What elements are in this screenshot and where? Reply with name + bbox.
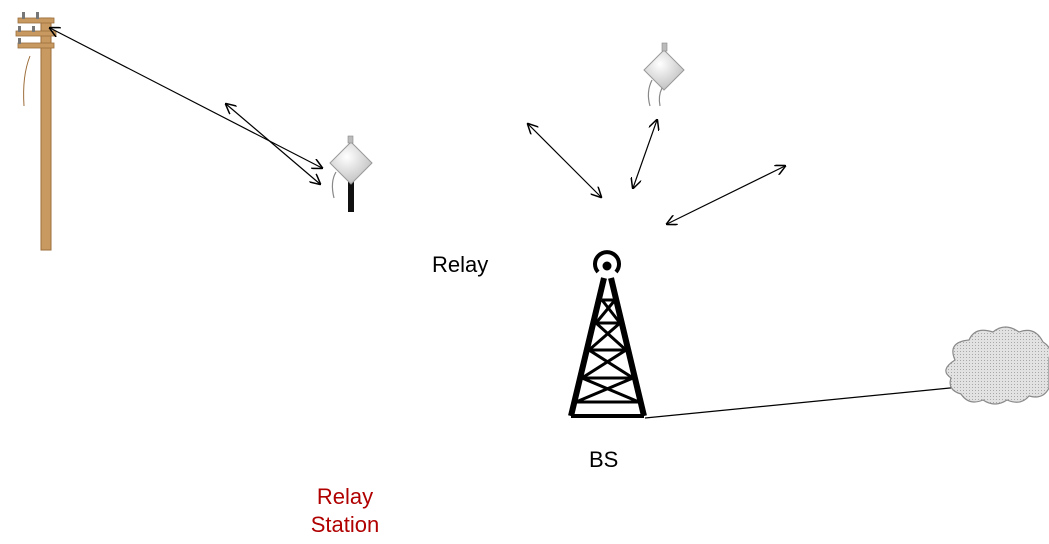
relay-antenna-icon [329, 135, 373, 212]
relay-station-label: Relay Station [300, 483, 390, 539]
bs-label: BS [589, 447, 619, 472]
cell-tower-icon [568, 250, 647, 418]
pole-relay-link [50, 28, 322, 168]
cloud-icon [945, 326, 1049, 405]
bs-link-up-left [528, 124, 601, 197]
relay-label: Relay [432, 252, 489, 277]
relay-station-label-line2: Station [310, 512, 380, 537]
relay-station-label-line1: Relay [316, 484, 374, 509]
backhaul-link [644, 386, 961, 419]
relay-antenna-icon [643, 42, 685, 107]
relay-link-arrow [226, 104, 320, 184]
bs-link-up [633, 120, 657, 188]
utility-pole-icon [15, 12, 57, 251]
bs-link-right [667, 166, 785, 224]
